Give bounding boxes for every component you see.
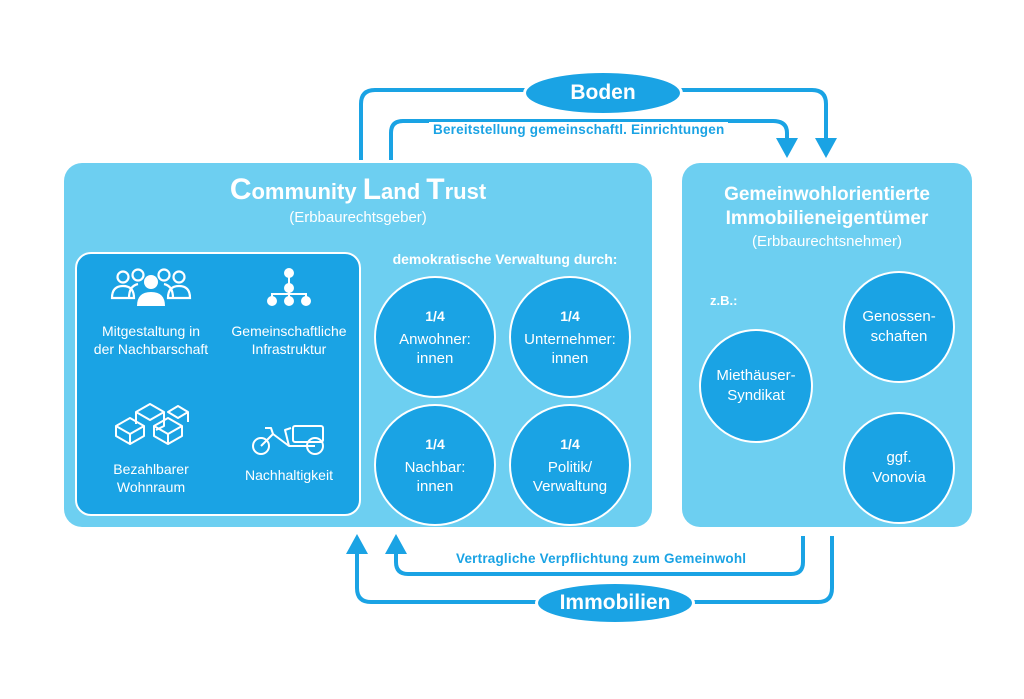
circle-line2: innen xyxy=(416,477,454,495)
circle-line2: innen xyxy=(551,349,589,367)
verpflichtung-arrow-path xyxy=(394,536,805,576)
immobilien-arrowhead xyxy=(346,534,368,554)
owner-circle-vonovia: ggf.Vonovia xyxy=(843,412,955,524)
circle-line2: Verwaltung xyxy=(532,477,608,495)
cargo-bike-icon xyxy=(219,420,359,456)
fraction-label: 1/4 xyxy=(425,307,445,324)
circle-line1: Anwohner: xyxy=(399,330,471,348)
immobilien-label: Immobilien xyxy=(535,581,695,625)
feature-label: Nachhaltigkeit xyxy=(245,467,333,483)
owners-subtitle: (Erbbaurechtsnehmer) xyxy=(751,233,903,250)
governance-circle-unternehmer: 1/4 Unternehmer: innen xyxy=(509,276,631,398)
network-hierarchy-icon xyxy=(219,268,359,308)
clt-title: Community Land Trust xyxy=(229,173,487,206)
fraction-label: 1/4 xyxy=(425,435,445,452)
owner-circle-miethaeuser: Miethäuser-Syndikat xyxy=(699,329,813,443)
fraction-label: 1/4 xyxy=(560,435,580,452)
fraction-label: 1/4 xyxy=(560,307,580,324)
bereitstellung-label: Bereitstellung gemeinschaftl. Einrichtun… xyxy=(429,122,729,137)
boden-label: Boden xyxy=(523,70,683,116)
people-group-icon xyxy=(81,268,221,308)
boden-arrowhead xyxy=(815,138,837,158)
circle-line1: Unternehmer: xyxy=(524,330,616,348)
governance-circle-anwohner: 1/4 Anwohner: innen xyxy=(374,276,496,398)
verpflichtung-arrowhead xyxy=(385,534,407,554)
governance-circle-politik: 1/4 Politik/ Verwaltung xyxy=(509,404,631,526)
bereitstellung-arrowhead xyxy=(776,138,798,158)
owner-circle-genossenschaften: Genossen-schaften xyxy=(843,271,955,383)
governance-circle-nachbar: 1/4 Nachbar: innen xyxy=(374,404,496,526)
circle-line1: Politik/ xyxy=(547,458,593,476)
governance-heading: demokratische Verwaltung durch: xyxy=(392,251,618,267)
clt-subtitle: (Erbbaurechtsgeber) xyxy=(289,209,427,226)
buildings-blocks-icon xyxy=(81,400,221,446)
circle-line1: Nachbar: xyxy=(404,458,466,476)
verpflichtung-label: Vertragliche Verpflichtung zum Gemeinwoh… xyxy=(452,551,751,566)
circle-line2: innen xyxy=(416,349,454,367)
bereitstellung-arrow-path xyxy=(389,119,789,160)
clt-panel: Community Land Trust (Erbbaurechtsgeber) xyxy=(64,163,652,527)
feature-nachhaltigkeit: Nachhaltigkeit xyxy=(219,420,359,484)
example-label: z.B.: xyxy=(710,293,738,308)
